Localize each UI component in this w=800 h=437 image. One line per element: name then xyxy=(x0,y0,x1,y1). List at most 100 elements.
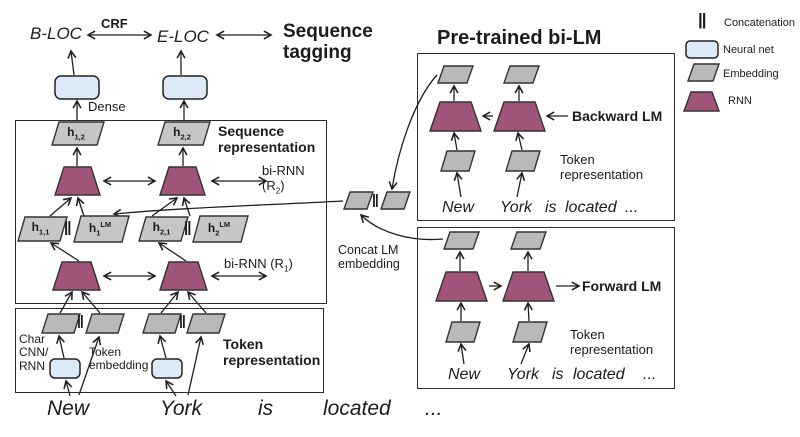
arrow xyxy=(165,379,177,397)
concat-lm-left-shape xyxy=(343,191,374,210)
word: located xyxy=(323,397,391,420)
char-embedding-shape xyxy=(41,313,81,334)
arrow xyxy=(186,290,207,314)
arrow xyxy=(187,335,204,396)
label-backward-token-repr: Token representation xyxy=(560,152,644,182)
forward-token-embedding xyxy=(512,321,548,343)
backward-output-embedding xyxy=(503,65,540,84)
word: is xyxy=(552,366,564,383)
arrow xyxy=(160,290,180,314)
birnn2-rnn-shape xyxy=(54,166,101,196)
label-h12: h1,2 xyxy=(67,125,85,142)
h2lm-embedding-shape xyxy=(192,215,249,243)
forward-rnn-shape xyxy=(435,271,488,302)
label-e-loc: E-LOC xyxy=(157,27,209,46)
h11-embedding-shape xyxy=(17,216,68,242)
arrow xyxy=(78,335,102,396)
arrow xyxy=(80,290,101,314)
birnn1-rnn-shape xyxy=(159,261,208,291)
dense-neural-net-shape xyxy=(54,75,100,100)
label-concat-lm-embedding: Concat LM embedding xyxy=(338,243,400,271)
arrow xyxy=(59,290,73,314)
arrow xyxy=(75,196,85,217)
word: is xyxy=(258,397,274,420)
h21-embedding-shape xyxy=(138,216,189,242)
backward-lm-box xyxy=(417,53,675,221)
concatenation-icon: || xyxy=(77,312,84,328)
token-box-title: Token representation xyxy=(223,336,321,368)
label-b-loc: B-LOC xyxy=(30,24,82,43)
h22-embedding-shape xyxy=(157,121,211,146)
word: York xyxy=(160,397,203,420)
arrow xyxy=(181,196,191,217)
birnn1-rnn-shape xyxy=(52,261,101,291)
label-h2lm: h2LM xyxy=(207,220,231,238)
line-concat-to-h1lm xyxy=(112,200,344,218)
curve-forward-to-concat xyxy=(359,213,444,241)
legend-neural-net-shape xyxy=(685,40,719,59)
arrow xyxy=(450,131,460,151)
word: New xyxy=(442,199,475,216)
label-token-embedding: Token embedding xyxy=(89,345,149,373)
token-embedding-shape xyxy=(85,313,125,334)
word: New xyxy=(448,366,481,383)
arrow xyxy=(453,171,463,198)
title-pretrained-bilm: Pre-trained bi-LM xyxy=(437,27,602,49)
sequence-representation-box xyxy=(15,120,327,304)
backward-output-embedding xyxy=(437,65,474,84)
arrow xyxy=(157,242,187,262)
arrow xyxy=(515,131,525,151)
arrow xyxy=(56,334,65,359)
word: ... xyxy=(425,397,443,420)
label-h1lm: h1LM xyxy=(88,220,112,238)
token-representation-box xyxy=(15,308,324,393)
concatenation-icon: || xyxy=(184,219,191,236)
label-birnn2: bi-RNN (R2) xyxy=(262,163,305,196)
word: is xyxy=(545,199,557,216)
arrow xyxy=(457,342,467,365)
arrow xyxy=(151,197,179,217)
concatenation-icon: || xyxy=(64,219,71,236)
label-char-cnn-rnn: Char CNN/ RNN xyxy=(19,332,49,373)
arrow xyxy=(63,379,73,397)
label-h21: h2,1 xyxy=(152,220,171,237)
label-forward-token-repr: Token representation xyxy=(570,327,654,357)
arrow xyxy=(523,301,533,322)
backward-token-embedding xyxy=(440,150,476,172)
birnn2-rnn-shape xyxy=(159,166,206,196)
arrow xyxy=(49,242,80,262)
curve-backward-to-concat xyxy=(388,74,438,191)
word: York xyxy=(500,199,533,216)
label-dense: Dense xyxy=(88,99,126,114)
label-h22: h2,2 xyxy=(173,125,191,142)
word: ... xyxy=(625,199,639,216)
concatenation-icon: || xyxy=(179,312,186,328)
backward-rnn-shape xyxy=(429,101,482,132)
dense-neural-net-shape xyxy=(162,75,208,100)
forward-token-embedding xyxy=(445,321,481,343)
label-birnn1: bi-RNN (R1) xyxy=(224,256,293,274)
forward-output-embedding xyxy=(443,231,480,250)
legend-rnn-shape xyxy=(682,91,721,112)
sequence-box-title: Sequence representation xyxy=(218,123,316,155)
label-h11: h1,1 xyxy=(31,220,50,237)
label-forward-lm: Forward LM xyxy=(582,278,662,294)
legend-concatenation-label: Concatenation xyxy=(724,17,795,29)
legend-embedding-shape xyxy=(687,63,720,82)
concatenation-icon: || xyxy=(372,191,379,207)
label-sequence-tagging: Sequence tagging xyxy=(283,21,373,64)
word: located xyxy=(573,366,625,383)
arrow xyxy=(520,342,531,365)
token-embed-neural-net-shape xyxy=(151,358,183,379)
legend-embedding-label: Embedding xyxy=(723,68,779,80)
char-cnn-neural-net-shape xyxy=(49,358,81,379)
forward-lm-box xyxy=(417,227,675,389)
word: New xyxy=(47,397,90,420)
word: ... xyxy=(643,366,657,383)
concatenation-icon: || xyxy=(698,10,706,29)
h12-embedding-shape xyxy=(51,121,105,146)
arrow xyxy=(516,171,526,198)
word: located xyxy=(565,199,617,216)
